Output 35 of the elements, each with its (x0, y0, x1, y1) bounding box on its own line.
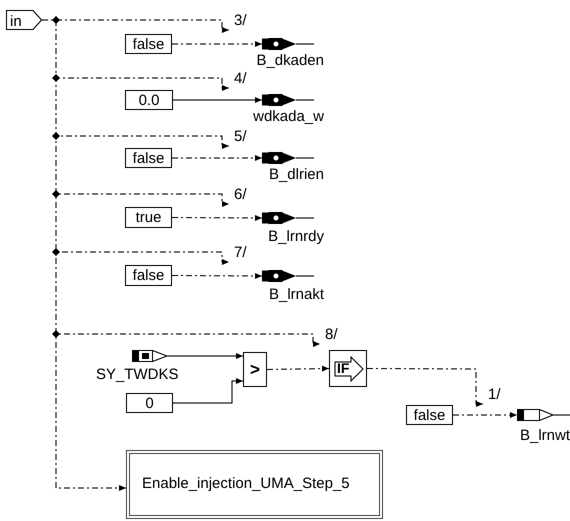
sequence-number: 3/ (229, 12, 253, 32)
signal-name: B_lrnwt (520, 427, 570, 445)
signal-name: B_dlrien (268, 166, 324, 184)
signal-name: B_dkaden (256, 52, 324, 70)
constant-box: 0 (126, 393, 173, 413)
constant-box: 0.0 (125, 90, 173, 110)
connector (172, 272, 262, 279)
sequence-number: 5/ (229, 128, 253, 148)
signal-name: B_lrnrdy (268, 228, 324, 246)
sequence-number: 1/ (483, 386, 507, 406)
subsystem-block: Enable_injection_UMA_Step_5 (126, 450, 383, 519)
connector (166, 353, 244, 359)
comparator-block: > (243, 352, 267, 387)
connector (452, 412, 518, 418)
inport-tag: in (6, 10, 42, 30)
connector (172, 378, 244, 404)
signal-name: SY_TWDKS (96, 366, 179, 384)
constant-box: false (125, 265, 172, 286)
constant-box: false (125, 148, 172, 168)
signal-name: wdkada_w (253, 108, 324, 126)
connector (172, 41, 262, 47)
constant-box: false (406, 405, 453, 425)
sequence-number: 7/ (229, 244, 253, 264)
constant-box: false (125, 34, 172, 54)
sequence-number: 6/ (229, 186, 253, 206)
connector (172, 97, 262, 103)
signal-name: B_lrnakt (268, 286, 324, 304)
sequence-number: 4/ (229, 70, 253, 90)
connector (172, 214, 262, 221)
connector (366, 368, 484, 407)
constant-box: true (125, 207, 172, 228)
connector (266, 366, 330, 372)
sequence-number: 8/ (320, 326, 344, 346)
if-block: IF (329, 350, 367, 387)
connector (172, 155, 262, 161)
